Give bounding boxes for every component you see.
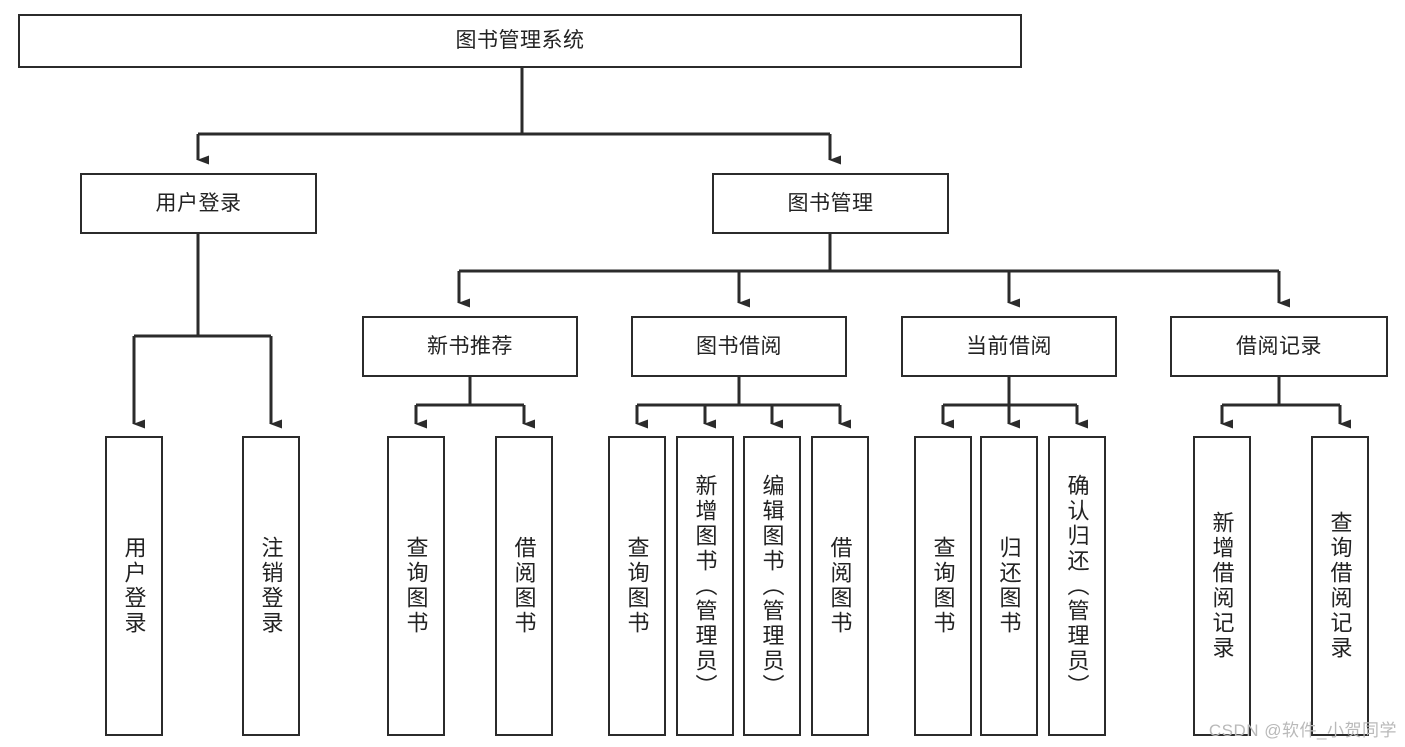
leaf-return-book[interactable]: 归还图书 bbox=[980, 436, 1038, 736]
node-new-book-recommend[interactable]: 新书推荐 bbox=[362, 316, 578, 377]
node-label: 新增图书（管理员） bbox=[692, 473, 718, 699]
node-borrow-record[interactable]: 借阅记录 bbox=[1170, 316, 1388, 377]
node-label: 新增借阅记录 bbox=[1209, 511, 1235, 661]
leaf-query-book-current[interactable]: 查询图书 bbox=[914, 436, 972, 736]
node-label: 编辑图书（管理员） bbox=[759, 473, 785, 699]
node-label: 注销登录 bbox=[258, 536, 284, 636]
node-label: 借阅图书 bbox=[827, 536, 853, 636]
node-root-system[interactable]: 图书管理系统 bbox=[18, 14, 1022, 68]
leaf-add-borrow-record[interactable]: 新增借阅记录 bbox=[1193, 436, 1251, 736]
leaf-query-book-borrow[interactable]: 查询图书 bbox=[608, 436, 666, 736]
leaf-logout[interactable]: 注销登录 bbox=[242, 436, 300, 736]
node-label: 图书借阅 bbox=[696, 334, 782, 358]
node-label: 图书管理 bbox=[787, 191, 874, 215]
leaf-edit-book-admin[interactable]: 编辑图书（管理员） bbox=[743, 436, 801, 736]
node-label: 查询图书 bbox=[624, 536, 650, 636]
leaf-borrow-book-recommend[interactable]: 借阅图书 bbox=[495, 436, 553, 736]
node-label: 确认归还（管理员） bbox=[1064, 473, 1090, 699]
watermark: CSDN @软件_小贺同学 bbox=[1208, 721, 1397, 740]
node-label: 图书管理系统 bbox=[455, 29, 585, 53]
node-label: 借阅记录 bbox=[1236, 334, 1322, 358]
leaf-query-book-recommend[interactable]: 查询图书 bbox=[387, 436, 445, 736]
node-user-login[interactable]: 用户登录 bbox=[80, 173, 317, 234]
node-label: 查询借阅记录 bbox=[1327, 511, 1353, 661]
leaf-query-borrow-record[interactable]: 查询借阅记录 bbox=[1311, 436, 1369, 736]
node-book-borrow[interactable]: 图书借阅 bbox=[631, 316, 847, 377]
leaf-confirm-return-admin[interactable]: 确认归还（管理员） bbox=[1048, 436, 1106, 736]
node-label: 归还图书 bbox=[996, 536, 1022, 636]
leaf-user-login[interactable]: 用户登录 bbox=[105, 436, 163, 736]
node-label: 用户登录 bbox=[155, 191, 242, 215]
leaf-add-book-admin[interactable]: 新增图书（管理员） bbox=[676, 436, 734, 736]
node-label: 查询图书 bbox=[930, 536, 956, 636]
node-label: 查询图书 bbox=[403, 536, 429, 636]
node-label: 当前借阅 bbox=[966, 334, 1052, 358]
node-label: 用户登录 bbox=[121, 536, 147, 636]
node-current-borrow[interactable]: 当前借阅 bbox=[901, 316, 1117, 377]
node-book-management[interactable]: 图书管理 bbox=[712, 173, 949, 234]
leaf-borrow-book[interactable]: 借阅图书 bbox=[811, 436, 869, 736]
node-label: 新书推荐 bbox=[427, 334, 513, 358]
node-label: 借阅图书 bbox=[511, 536, 537, 636]
